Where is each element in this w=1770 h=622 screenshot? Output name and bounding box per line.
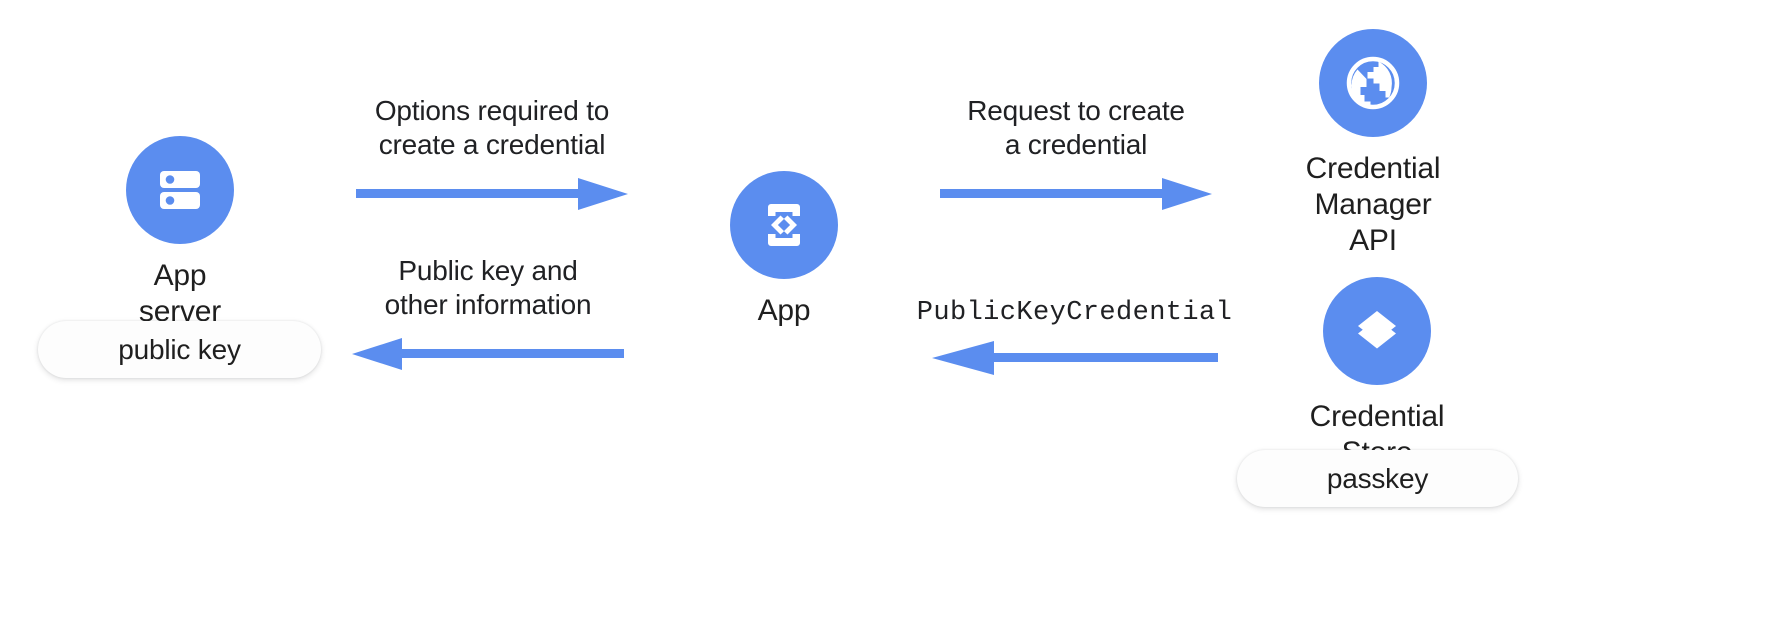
arrow-caption-public-key-info: Public key and other information bbox=[384, 255, 592, 320]
arrow-caption-options-required: Options required to create a credential bbox=[374, 95, 610, 160]
app-icon-circle bbox=[730, 171, 838, 279]
node-app: App bbox=[729, 171, 839, 329]
pill-passkey-text: passkey bbox=[1326, 462, 1429, 494]
app-server-icon-circle bbox=[126, 136, 234, 244]
credential-manager-api-icon-circle bbox=[1319, 29, 1427, 137]
node-app-server: App server bbox=[125, 136, 235, 330]
arrow-options-required: Options required to create a credential bbox=[352, 94, 632, 212]
node-label-credential-manager-api: Credential Manager API bbox=[1305, 152, 1441, 257]
app-code-phone-icon bbox=[768, 204, 800, 246]
server-icon bbox=[160, 171, 200, 209]
arrow-right-icon bbox=[940, 178, 1212, 210]
node-label-app-server: App server bbox=[138, 259, 222, 328]
arrow-caption-request-to-create: Request to create a credential bbox=[967, 95, 1185, 160]
pill-passkey: passkey bbox=[1237, 450, 1518, 507]
node-credential-manager-api: Credential Manager API bbox=[1306, 29, 1441, 259]
credential-store-icon-circle bbox=[1323, 277, 1431, 385]
arrow-publickeycredential: PublicKeyCredential bbox=[912, 296, 1237, 376]
arrow-left-icon bbox=[931, 341, 1218, 375]
node-credential-store: Credential Store bbox=[1310, 277, 1445, 471]
globe-icon bbox=[1346, 56, 1400, 110]
node-label-app: App bbox=[757, 294, 811, 327]
layers-icon bbox=[1358, 311, 1396, 349]
arrow-public-key-info: Public key and other information bbox=[348, 254, 628, 372]
arrow-request-to-create: Request to create a credential bbox=[936, 94, 1216, 212]
pill-public-key: public key bbox=[38, 321, 321, 378]
arrow-caption-publickeycredential: PublicKeyCredential bbox=[916, 298, 1233, 328]
arrow-left-icon bbox=[352, 338, 624, 370]
arrow-right-icon bbox=[356, 178, 628, 210]
pill-public-key-text: public key bbox=[118, 333, 241, 365]
